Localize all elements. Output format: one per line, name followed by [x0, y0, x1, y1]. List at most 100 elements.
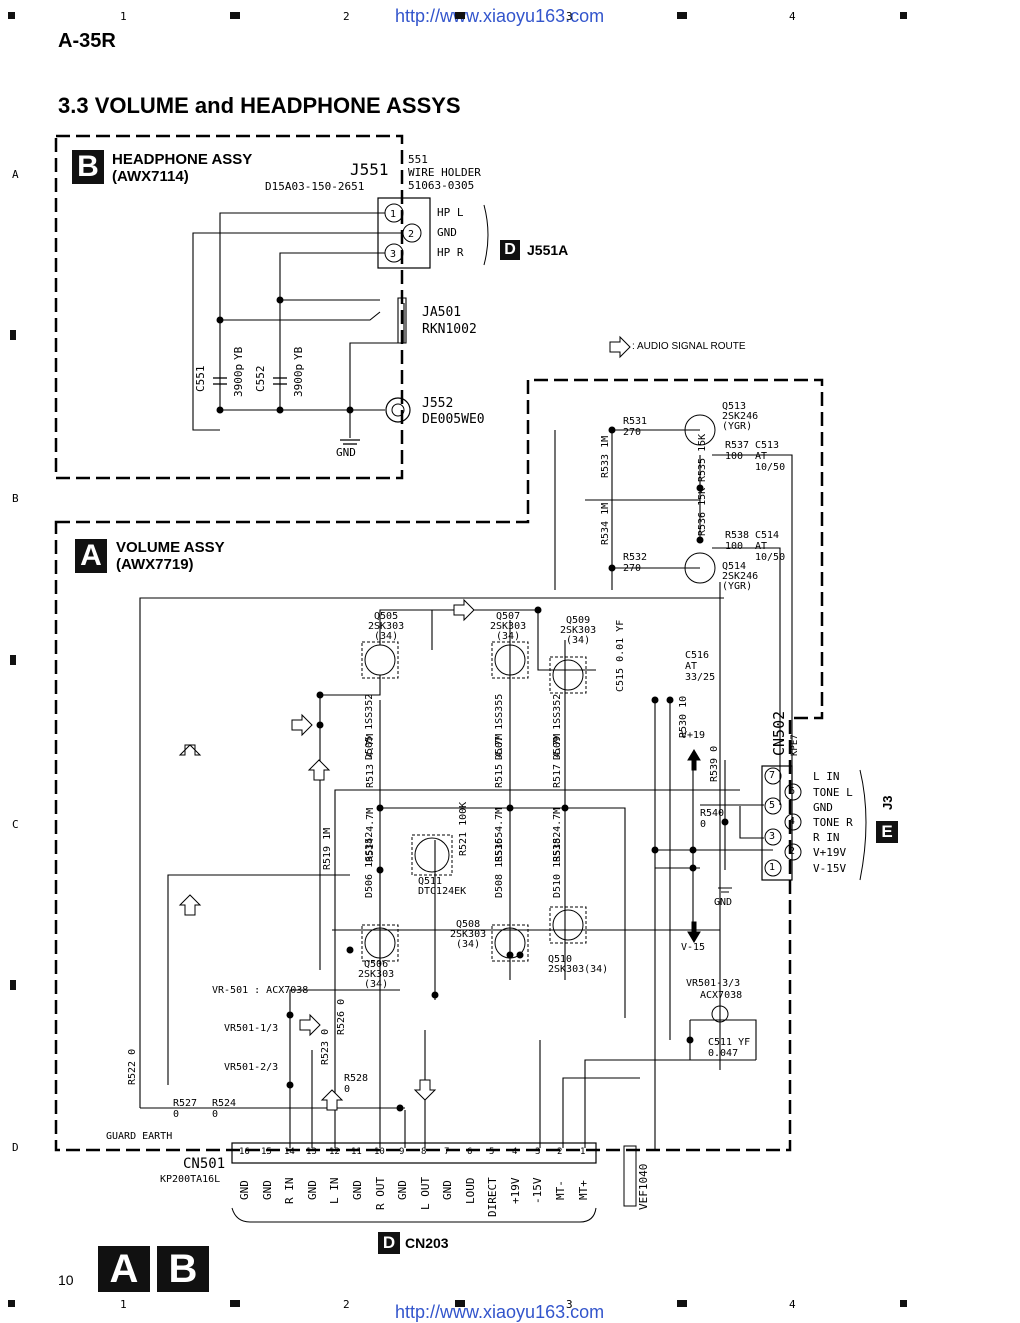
model-name: A-35R: [58, 30, 116, 52]
c515-type: YF: [615, 619, 626, 632]
r533-label: R533 1M: [600, 436, 611, 478]
r539-ref: R539: [709, 757, 720, 782]
grid-col-1-bottom: 1: [120, 1298, 127, 1311]
pin-label: 3: [390, 249, 396, 260]
c551-type: YB: [232, 346, 245, 360]
cn502-pin2-num: 2: [789, 846, 796, 857]
r516-val: 4.7M: [494, 807, 505, 832]
c514-val: 10/50: [755, 552, 786, 563]
cn502-pin5-num: 5: [769, 800, 776, 811]
q513-part: 2SK246: [722, 411, 759, 422]
cn502-pin3-label: R IN: [813, 831, 840, 844]
q511-ref: Q511: [418, 876, 443, 887]
c513-val: 10/50: [755, 462, 786, 473]
r514-val: 4.7M: [365, 807, 376, 832]
ja501-part: RKN1002: [422, 322, 477, 337]
d509-ref: D509: [552, 735, 563, 760]
grid-col-4-bottom: 4: [789, 1298, 796, 1311]
footer-badge-a: A: [98, 1246, 150, 1292]
vminus15-label: V-15: [681, 942, 706, 953]
q510-ref: Q510: [548, 954, 573, 965]
cn502-pin4-label: TONE R: [813, 816, 853, 829]
legend-text: : AUDIO SIGNAL ROUTE: [632, 341, 746, 352]
vplus19-label: V+19: [681, 730, 706, 741]
headphone-assy-part: (AWX7114): [112, 168, 189, 185]
r536-val: 15K: [697, 487, 708, 506]
gnd-label: GND: [336, 446, 356, 459]
cn203-badge: D: [378, 1232, 400, 1254]
cn501-pin12-num: 12: [329, 1147, 340, 1157]
r535-label: R535 15K: [697, 434, 708, 482]
q514-symbol: [684, 552, 716, 584]
r538-val: 100: [725, 541, 744, 552]
cn502-pin1-label: V-15V: [813, 862, 847, 875]
d510-part: 1SS352: [552, 831, 563, 868]
d509-label: D509 1SS352: [552, 694, 563, 760]
cn502-pin4-num: 4: [789, 816, 796, 827]
grid-col-3: 3: [566, 10, 573, 23]
cn501-pin14-num: 14: [284, 1147, 295, 1157]
vr501-13-label: VR501-1/3: [224, 1023, 279, 1034]
d507-part: 1SS355: [494, 693, 505, 730]
vr501-label: VR-501 : ACX7038: [212, 985, 309, 996]
r540-val: 0: [700, 819, 707, 830]
r538-ref: R538: [725, 530, 750, 541]
footer-badge-b: B: [157, 1246, 209, 1292]
cn501-pin1-label: MT+: [577, 1180, 590, 1200]
r534-ref: R534: [600, 520, 611, 545]
grid-col-1: 1: [120, 10, 127, 23]
q509-symbol: [552, 659, 584, 691]
j552-jack: [385, 397, 411, 423]
q514-grade: (YGR): [722, 581, 753, 592]
r523-val: 0: [320, 1028, 331, 1035]
grid-marker: [455, 12, 465, 19]
j3-ref: J3: [880, 795, 895, 810]
q514-ref: Q514: [722, 561, 747, 572]
grid-row-c: C: [12, 818, 19, 831]
grid-marker: [677, 1300, 687, 1307]
r517-ref: R517: [552, 763, 563, 788]
wire-holder-part: 51063-0305: [408, 179, 475, 192]
d505-part: 1SS352: [364, 693, 375, 730]
grid-marker: [677, 12, 687, 19]
q511-symbol: [414, 837, 450, 873]
grid-marker: [8, 1300, 15, 1307]
q505-part: 2SK303: [368, 621, 405, 632]
guard-earth-label: GUARD EARTH: [106, 1131, 173, 1142]
cn501-pin16-num: 16: [239, 1147, 250, 1157]
grid-col-2-bottom: 2: [343, 1298, 350, 1311]
q506-symbol: [364, 927, 396, 959]
grid-row-a: A: [12, 168, 19, 181]
grid-marker: [230, 12, 240, 19]
grid-marker: [10, 655, 16, 665]
volume-assy-badge: A: [75, 539, 107, 573]
vr501-23-label: VR501-2/3: [224, 1062, 279, 1073]
q509-grade: (34): [566, 635, 591, 646]
cn502-ref: CN502: [770, 710, 788, 756]
cn501-pin3-num: 3: [535, 1147, 541, 1157]
q508-ref: Q508: [456, 919, 481, 930]
grid-row-d: D: [12, 1141, 19, 1154]
r526-ref: R526: [336, 1010, 347, 1035]
wire-holder-name: WIRE HOLDER: [408, 166, 481, 179]
q508-part: 2SK303: [450, 929, 487, 940]
d510-label: D510 1SS352: [552, 832, 563, 898]
grid-col-2: 2: [343, 10, 350, 23]
vr501-33-symbol: [711, 1005, 729, 1023]
cn501-pin6-label: LOUD: [464, 1177, 477, 1205]
r530-val: 10: [678, 695, 689, 708]
r521-ref: R521: [458, 831, 469, 856]
c514-type: AT: [755, 541, 768, 552]
j552-part: DE005WE0: [422, 412, 485, 427]
q508-grade: (34): [456, 939, 481, 950]
source-url-top: http://www.xiaoyu163.com: [395, 6, 605, 26]
